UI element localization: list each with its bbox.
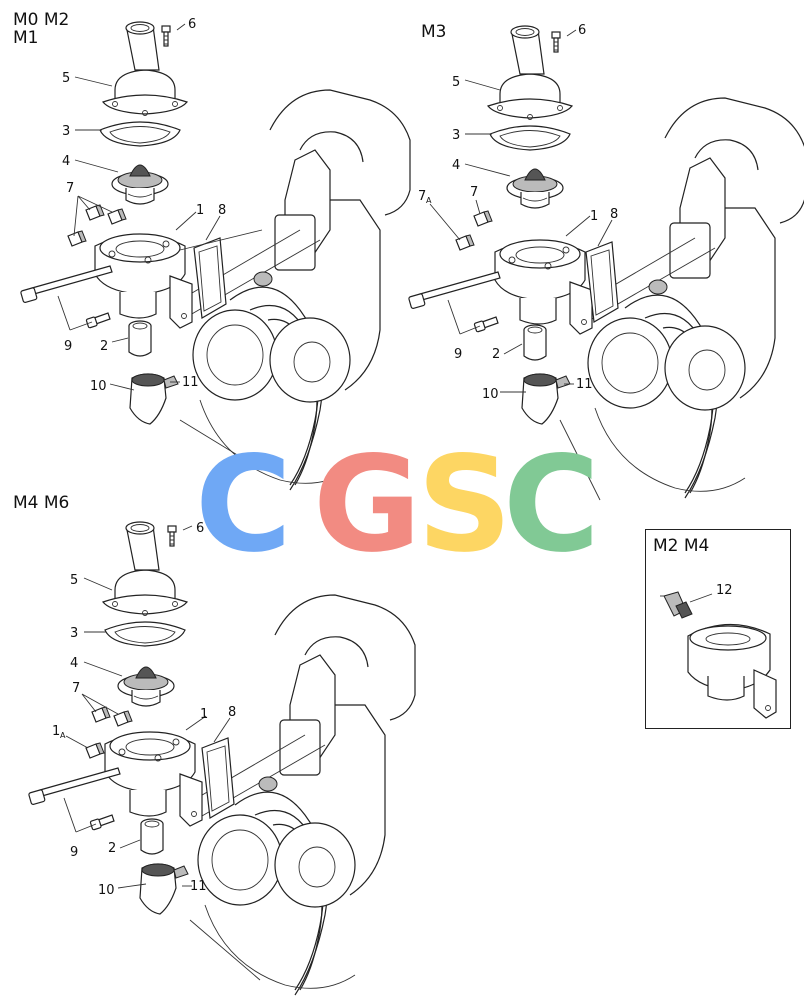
watermark-letter-s: S [417,440,512,560]
callout-4-m4: 4 [70,656,78,671]
panel-title-m0-m2: M0 M2 [13,10,70,30]
callout-1a-suffix: A [60,731,66,740]
callout-4: 4 [62,154,70,169]
callout-5-m3: 5 [452,75,460,90]
callout-11-m3: 11 [576,377,593,392]
panel-m3-drawing: 6 5 3 4 7 7 A 1 8 9 2 10 11 [407,23,804,501]
callout-2-m4: 2 [108,841,116,856]
callout-3: 3 [62,124,70,139]
callout-9-m3: 9 [454,347,462,362]
inset-m2-m4-drawing: 12 [660,583,777,719]
callout-10: 10 [90,379,107,394]
callout-6: 6 [188,17,196,32]
inset-frame [645,529,791,729]
callout-4-m3: 4 [452,158,460,173]
callout-11: 11 [182,375,199,390]
panel-m4-m6-drawing: 6 5 3 4 7 1 A 1 8 9 2 10 11 [27,521,416,996]
callout-7-m3: 7 [470,185,478,200]
callout-1-m4: 1 [200,707,208,722]
callout-2: 2 [100,339,108,354]
callout-6-m4: 6 [196,521,204,536]
callout-3-m4: 3 [70,626,78,641]
callout-5: 5 [62,71,70,86]
callout-6-m3: 6 [578,23,586,38]
watermark-letter-c2: C [503,440,600,560]
panel-title-m1: M1 [13,28,39,48]
callout-9: 9 [64,339,72,354]
watermark-letter-g: G [313,440,421,560]
callout-1a-m4: 1 [52,724,60,739]
callout-10-m4: 10 [98,883,115,898]
callout-8: 8 [218,203,226,218]
callout-10-m3: 10 [482,387,499,402]
panel-title-m4-m6: M4 M6 [13,493,70,513]
panel-title-m3: M3 [421,22,447,42]
callout-8-m3: 8 [610,207,618,222]
callout-3-m3: 3 [452,128,460,143]
callout-1: 1 [196,203,204,218]
callout-7a-suffix: A [426,196,432,205]
callout-9-m4: 9 [70,845,78,860]
callout-12: 12 [716,583,733,598]
callout-1-m3: 1 [590,209,598,224]
callout-5-m4: 5 [70,573,78,588]
callout-7: 7 [66,181,74,196]
cgsc-watermark: C G S C [195,440,600,560]
callout-7a-m3: 7 [418,189,426,204]
callout-8-m4: 8 [228,705,236,720]
watermark-letter-c1: C [195,440,292,560]
panel-title-m2-m4: M2 M4 [653,536,710,556]
callout-2-m3: 2 [492,347,500,362]
callout-11-m4: 11 [190,879,207,894]
callout-7-m4: 7 [72,681,80,696]
panel-m0-m2-m1-drawing: 6 5 3 4 7 1 8 9 2 10 11 [19,17,411,491]
